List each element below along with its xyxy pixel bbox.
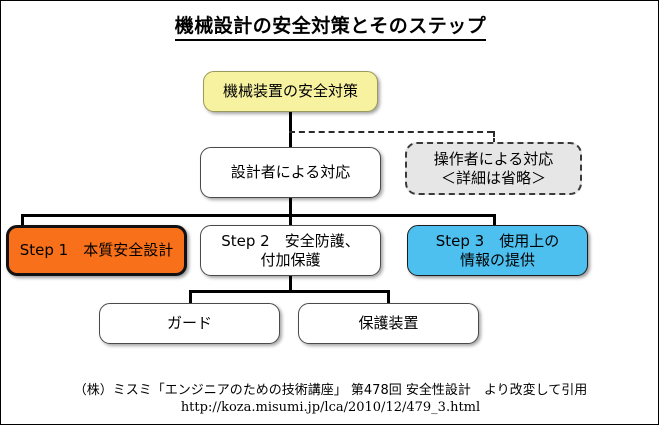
connector-bus-to-guard — [189, 290, 192, 304]
connector-root-to-operator-horizontal — [289, 131, 493, 133]
footer: （株）ミスミ「エンジニアのための技術講座」 第478回 安全性設計 より改変して… — [1, 379, 658, 415]
connector-bus-to-step2 — [289, 214, 292, 226]
node-root-label: 機械装置の安全対策 — [222, 82, 358, 101]
connector-children-bus — [189, 290, 390, 293]
node-designer[interactable]: 設計者による対応 — [200, 147, 381, 198]
node-operator[interactable]: 操作者による対応 ＜詳細は省略＞ — [405, 142, 582, 195]
connector-root-to-designer — [289, 111, 292, 149]
node-step1-label: Step 1 本質安全設計 — [19, 241, 174, 260]
node-root[interactable]: 機械装置の安全対策 — [203, 71, 378, 112]
node-operator-label: 操作者による対応 ＜詳細は省略＞ — [433, 149, 554, 187]
node-protective-device-label: 保護装置 — [358, 314, 419, 333]
page-title: 機械設計の安全対策とそのステップ — [1, 11, 658, 41]
footer-citation: （株）ミスミ「エンジニアのための技術講座」 第478回 安全性設計 より改変して… — [73, 383, 588, 398]
node-step2-label: Step 2 安全防護、 付加保護 — [221, 231, 360, 269]
node-step3[interactable]: Step 3 使用上の 情報の提供 — [407, 225, 588, 276]
connector-bus-to-protective-device — [387, 290, 390, 304]
node-guard[interactable]: ガード — [99, 303, 280, 344]
node-step2[interactable]: Step 2 安全防護、 付加保護 — [200, 225, 381, 276]
connector-steps-bus — [21, 214, 496, 217]
node-protective-device[interactable]: 保護装置 — [298, 303, 479, 344]
node-guard-label: ガード — [166, 314, 212, 333]
node-step1[interactable]: Step 1 本質安全設計 — [6, 225, 187, 276]
connector-designer-to-steps-vertical — [289, 197, 292, 217]
connector-bus-to-step1 — [21, 214, 24, 226]
connector-bus-to-step3 — [493, 214, 496, 226]
footer-url: http://koza.misumi.jp/lca/2010/12/479_3.… — [180, 400, 481, 415]
node-designer-label: 設計者による対応 — [230, 163, 351, 182]
connector-root-to-operator-vertical — [493, 131, 495, 151]
node-step3-label: Step 3 使用上の 情報の提供 — [435, 231, 560, 269]
page-title-text: 機械設計の安全対策とそのステップ — [174, 15, 487, 41]
connector-step2-to-children-vertical — [289, 275, 292, 293]
